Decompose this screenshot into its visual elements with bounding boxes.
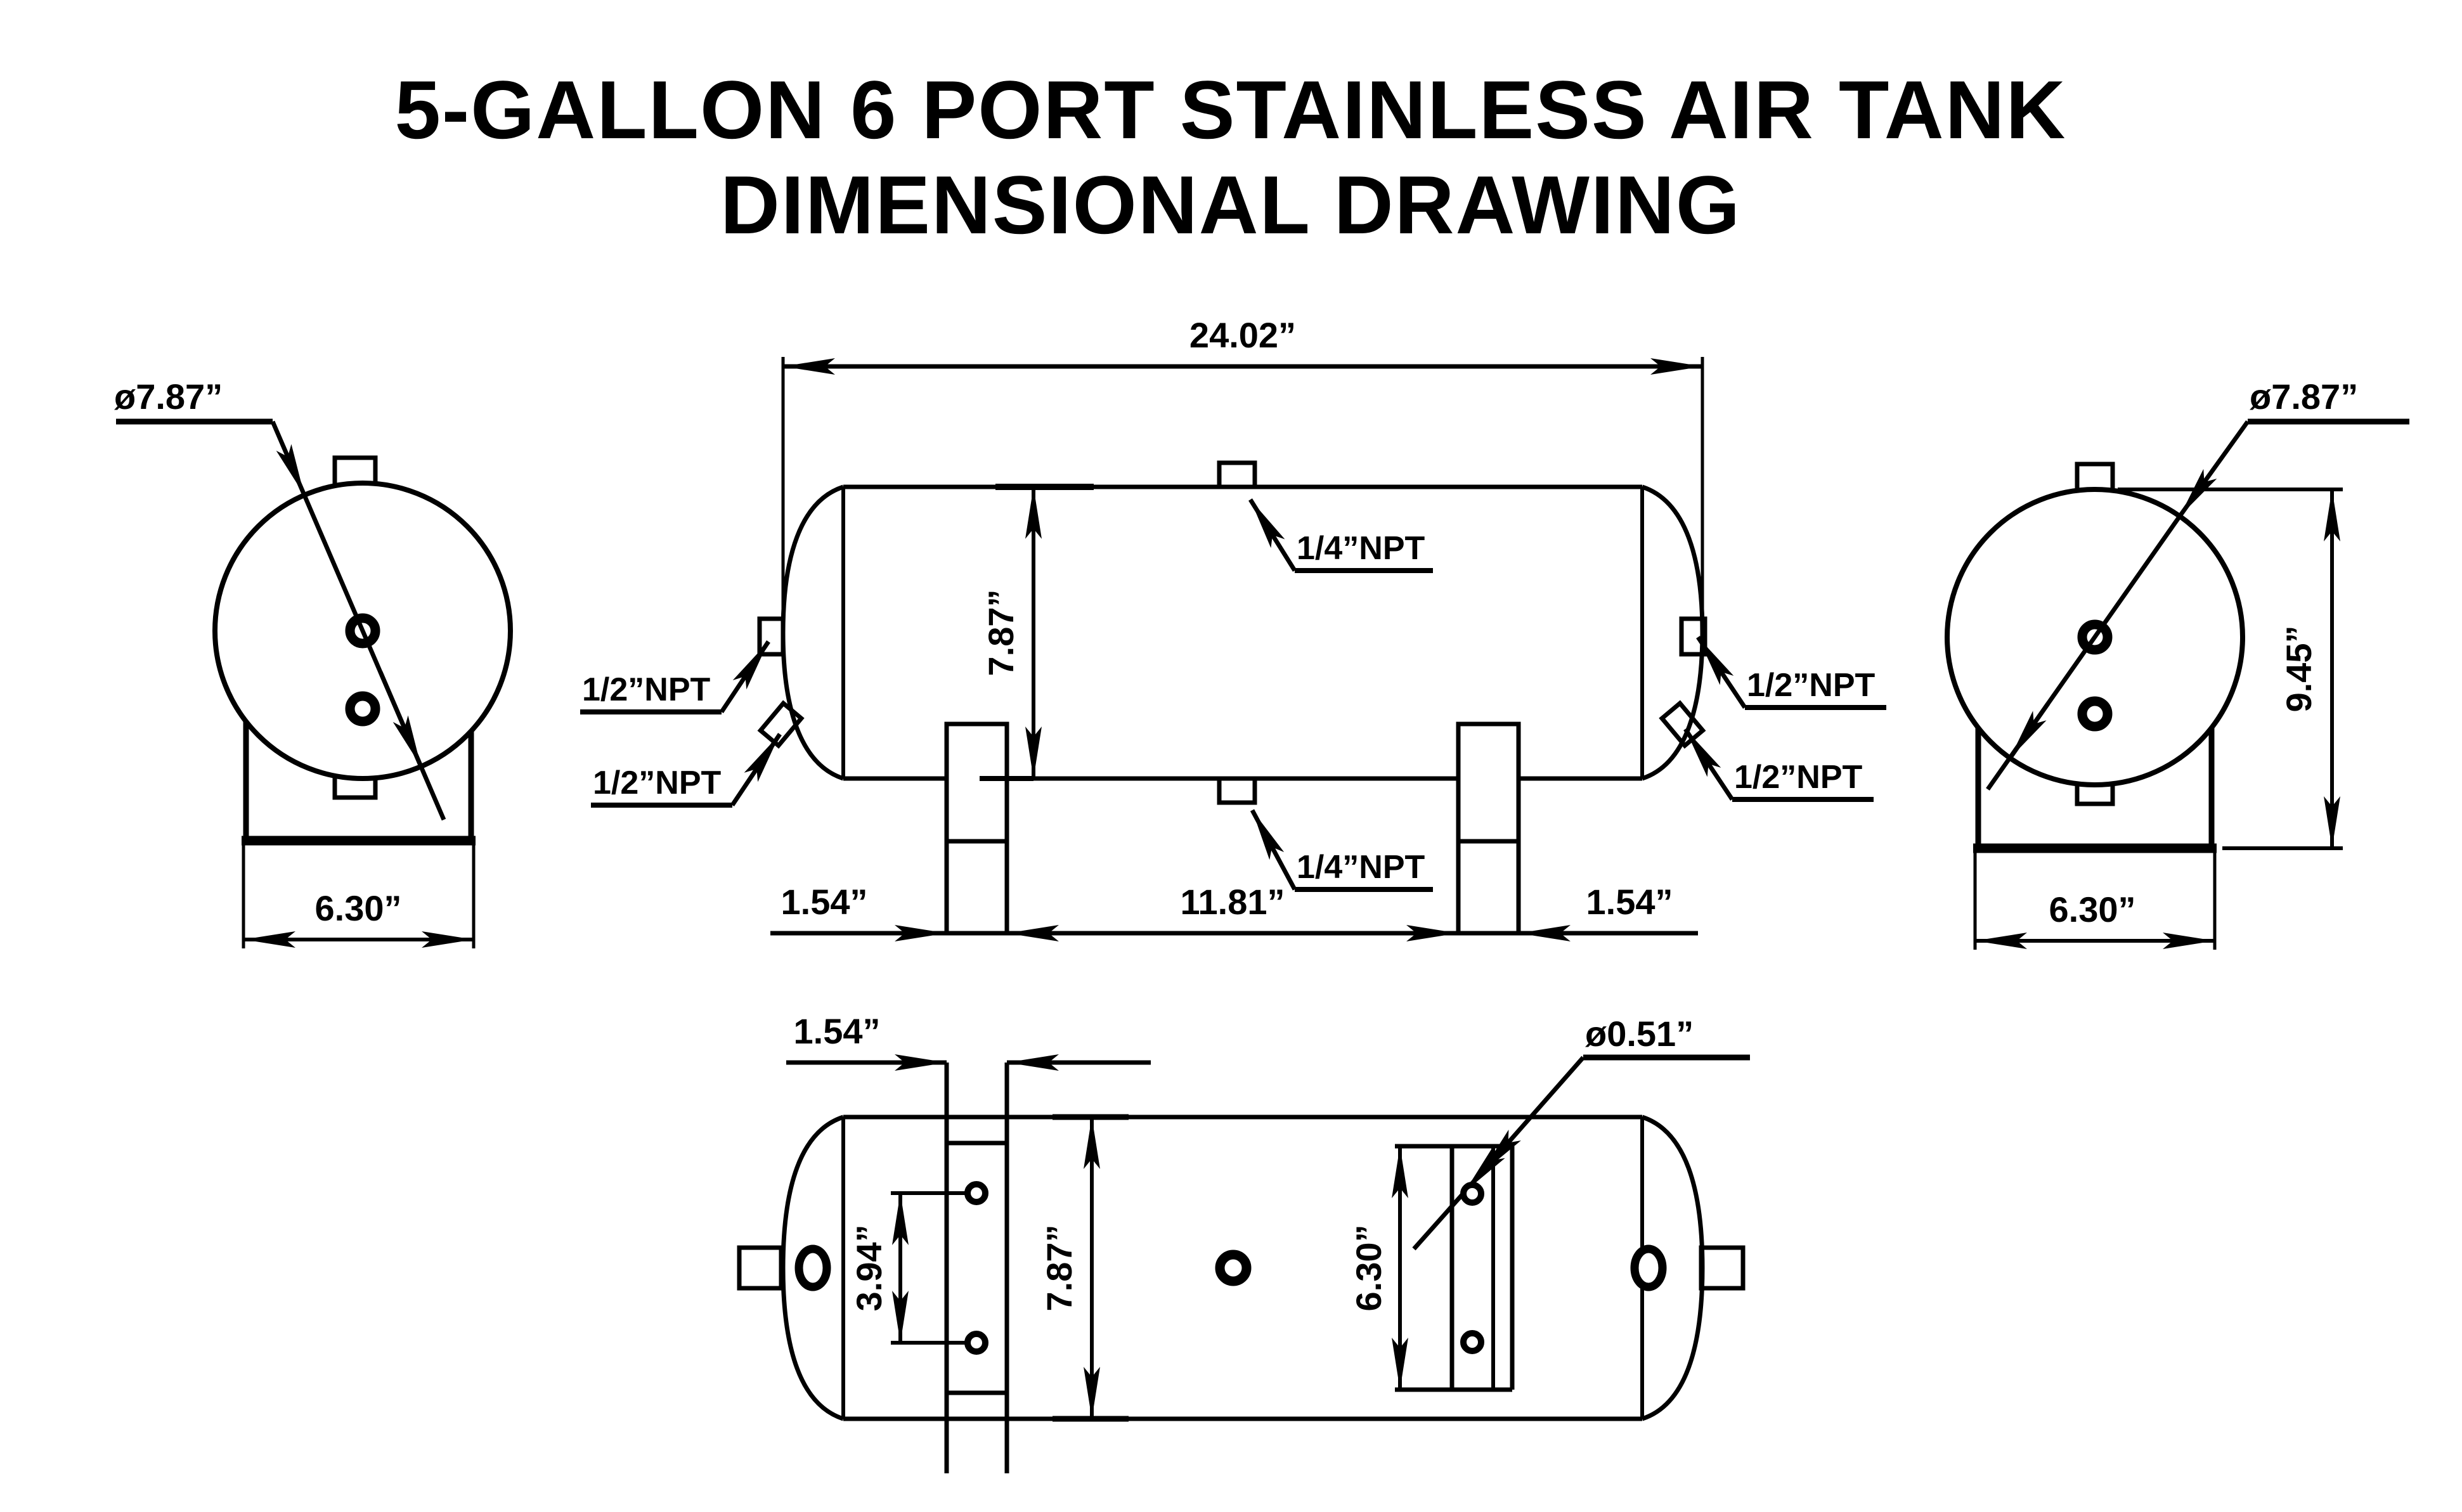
side-view-right-lower-port-label: 1/2”NPT xyxy=(1734,759,1863,796)
right-view-diameter-leader-upper xyxy=(2178,420,2250,518)
side-view-bottom-port-tab xyxy=(1217,776,1257,805)
left-view-center-port-hole xyxy=(345,613,380,649)
bottom-view-right-port-oval xyxy=(1630,1244,1667,1291)
side-view-left-upper-port-label: 1/2”NPT xyxy=(582,671,711,708)
bottom-view-left-port-oval xyxy=(794,1244,831,1291)
left-view-diameter-label: ø7.87” xyxy=(114,377,223,417)
left-end-view: ø7.87” 6.30” xyxy=(114,377,513,948)
side-view-left-leg xyxy=(944,721,1009,936)
right-view-basewidth-label: 6.30” xyxy=(2049,889,2136,929)
bottom-view-right-bracket-hole-bottom xyxy=(1460,1330,1484,1354)
side-view-bottom-port-label: 1/4”NPT xyxy=(1297,849,1425,886)
side-view-top-port-label: 1/4”NPT xyxy=(1297,530,1425,567)
bottom-view-left-bracket-hole-top xyxy=(964,1181,988,1205)
right-view-center-port-hole xyxy=(2077,619,2113,655)
right-view-height-label: 9.45” xyxy=(2279,626,2319,713)
bottom-view-left-end-tab xyxy=(737,1245,784,1291)
right-view-diameter-arrow-lower xyxy=(2008,702,2050,760)
bottom-view-right-end-tab xyxy=(1699,1245,1746,1291)
side-view-left-upper-leader xyxy=(720,640,770,713)
side-view-length-label: 24.02” xyxy=(1189,315,1296,355)
bottom-view-right-cap xyxy=(1641,1115,1705,1421)
right-view-lower-port-hole xyxy=(2077,696,2113,732)
title-line-1: 5-GALLON 6 PORT STAINLESS AIR TANK xyxy=(395,63,2067,156)
bottom-view-left-cap xyxy=(781,1115,845,1421)
side-view-left-lower-leader xyxy=(730,733,782,806)
bottom-view-width-label: 7.87” xyxy=(1039,1225,1079,1312)
title-line-2: DIMENSIONAL DRAWING xyxy=(720,158,1741,251)
bottom-view-left-bracket-hole-bottom xyxy=(964,1331,988,1355)
bottom-view-holespacing-label: 3.94” xyxy=(849,1225,889,1312)
bottom-view-bracketwidth-label: 1.54” xyxy=(794,1011,881,1051)
bottom-view-bracketlength-label: 6.30” xyxy=(1349,1225,1389,1312)
side-view-left-lower-port-label: 1/2”NPT xyxy=(593,765,722,801)
bottom-view: 1.54” 3.94” 7.87” 6.30” ø0.51” xyxy=(737,1011,1750,1473)
side-view-height-label: 7.87” xyxy=(981,590,1021,676)
title-block: 5-GALLON 6 PORT STAINLESS AIR TANK DIMEN… xyxy=(395,63,2067,251)
side-view-bottom-port-leader xyxy=(1250,809,1297,891)
bottom-view-center-port-hole xyxy=(1215,1250,1252,1286)
left-view-basewidth-label: 6.30” xyxy=(315,888,402,928)
left-view-lower-port-hole xyxy=(345,691,380,727)
left-view-diameter-leader-upper xyxy=(270,420,307,496)
side-view-offset-right-label: 1.54” xyxy=(1586,882,1673,922)
right-end-view: ø7.87” 6.30” 9.45” xyxy=(1945,377,2409,950)
bottom-view-holediameter-label: ø0.51” xyxy=(1585,1014,1694,1054)
bottom-view-right-bracket-hole-top xyxy=(1460,1182,1484,1206)
side-view: 24.02” 7.87” 1/4”NPT 1/4”NPT 1/2”NPT 1/2… xyxy=(580,315,1886,941)
side-view-left-cap xyxy=(781,484,845,781)
side-view-spacing-label: 11.81” xyxy=(1180,882,1285,922)
side-view-right-lower-leader xyxy=(1683,728,1734,801)
side-view-top-port-leader xyxy=(1248,498,1297,572)
side-view-right-leg xyxy=(1456,721,1521,936)
side-view-right-upper-leader xyxy=(1696,636,1747,709)
side-view-offset-left-label: 1.54” xyxy=(781,882,868,922)
left-view-diameter-arrow-lower xyxy=(378,671,424,768)
side-view-top-port-tab xyxy=(1217,460,1257,489)
right-view-diameter-label: ø7.87” xyxy=(2250,377,2358,417)
side-view-right-cap xyxy=(1641,484,1705,781)
side-view-right-upper-port-label: 1/2”NPT xyxy=(1747,667,1876,704)
